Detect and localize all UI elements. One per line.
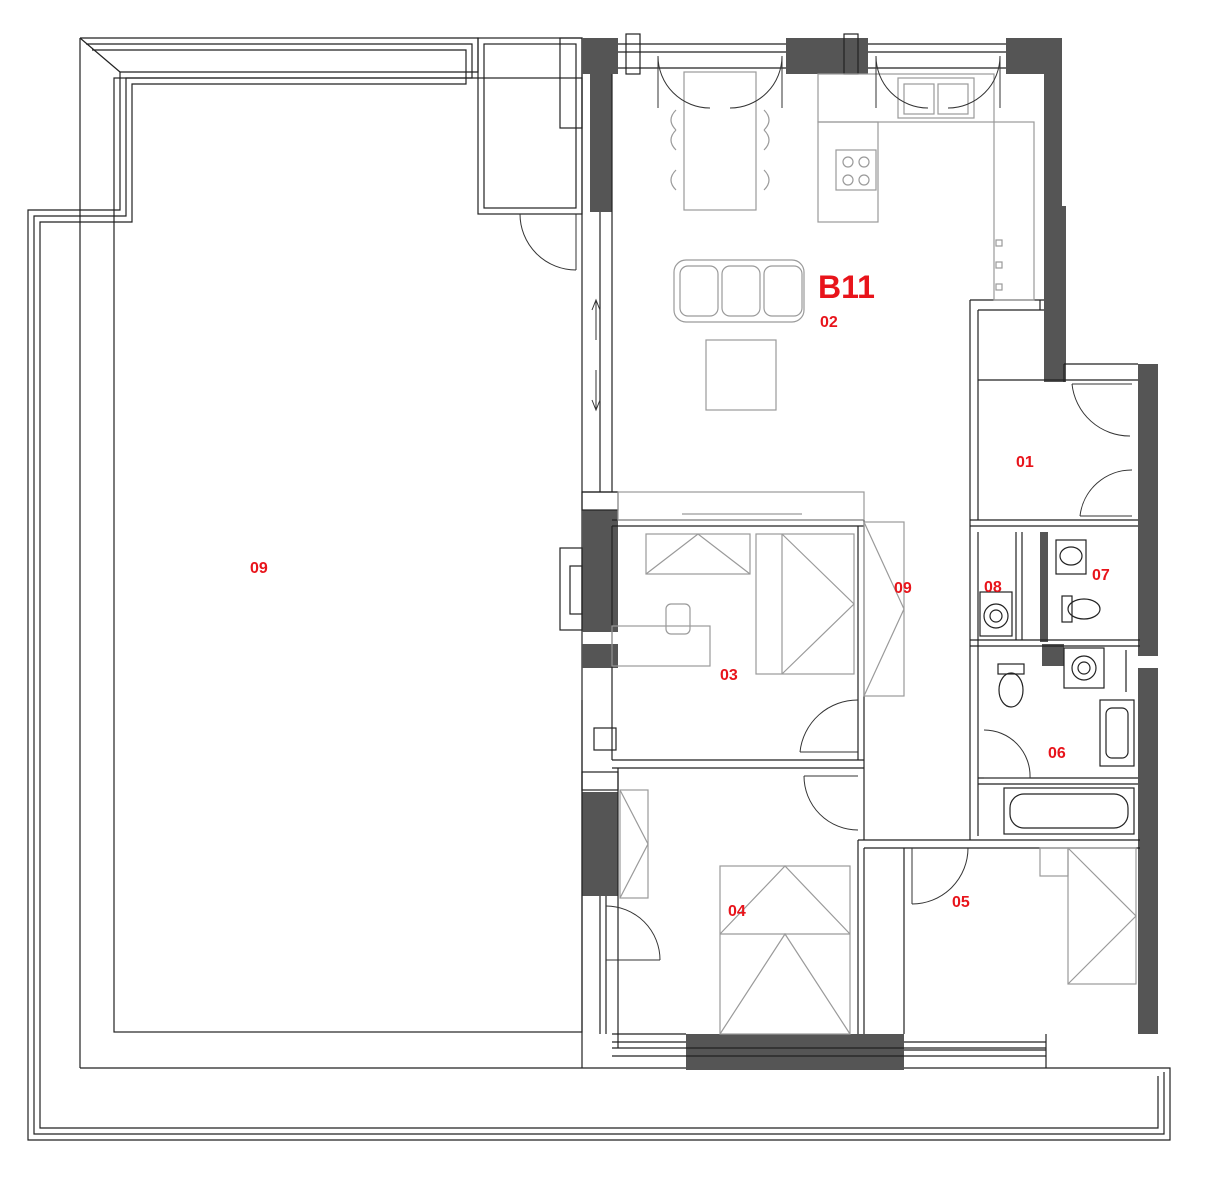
room-04-furniture bbox=[619, 789, 851, 1035]
room-label-08: 08 bbox=[984, 579, 1002, 596]
window-frame-03 bbox=[559, 547, 583, 631]
room-label-05: 05 bbox=[952, 894, 970, 911]
room-label-02: 02 bbox=[820, 314, 838, 331]
unit-label: B11 bbox=[818, 269, 875, 305]
room-label-09-corridor: 09 bbox=[894, 580, 912, 597]
room-label-06: 06 bbox=[1048, 745, 1066, 762]
storage-cabinet bbox=[617, 491, 865, 521]
sofa bbox=[673, 259, 805, 323]
corridor-wardrobe bbox=[863, 521, 905, 697]
bathroom-fixtures bbox=[979, 539, 1135, 835]
room-label-07: 07 bbox=[1092, 567, 1110, 584]
coffee-table bbox=[705, 339, 777, 411]
dining-table bbox=[670, 71, 770, 211]
room-label-04: 04 bbox=[728, 903, 746, 920]
room-label-03: 03 bbox=[720, 667, 738, 684]
room-03-furniture bbox=[611, 533, 855, 675]
partitions bbox=[581, 74, 1140, 1068]
windows bbox=[612, 33, 1047, 1068]
room-label-09-terrace: 09 bbox=[250, 560, 268, 577]
room-05-furniture bbox=[1039, 847, 1137, 985]
doors bbox=[519, 55, 1133, 961]
sliding-door-arrows bbox=[591, 298, 601, 412]
room-label-01: 01 bbox=[1016, 454, 1034, 471]
walls bbox=[582, 38, 1158, 1070]
balcony-box bbox=[477, 37, 583, 215]
